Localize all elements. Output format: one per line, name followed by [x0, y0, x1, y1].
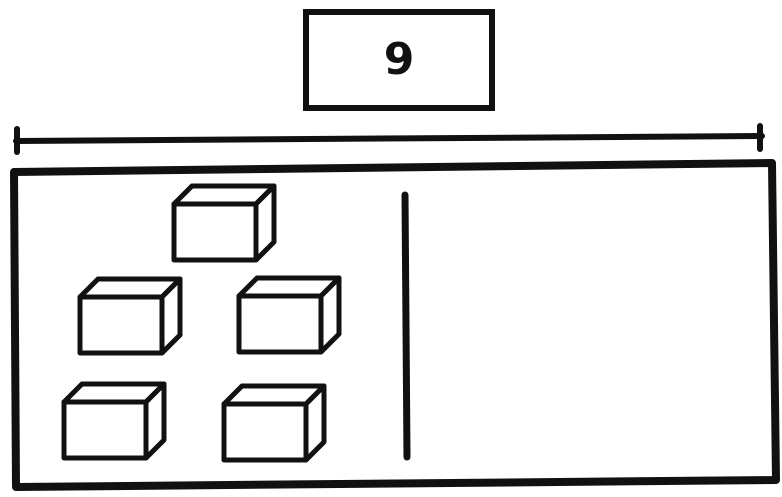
unit-cube: [236, 275, 342, 355]
unit-cube: [61, 381, 167, 461]
unit-cube: [171, 183, 277, 263]
left-part: [61, 183, 342, 463]
part-mat-frame: [10, 159, 780, 491]
whole-total-value: 9: [383, 34, 415, 85]
whole-total-box: 9: [303, 9, 495, 111]
bracket-bar: [13, 133, 765, 144]
whole-bracket: [13, 123, 765, 155]
unit-cube: [221, 383, 327, 463]
part-divider: [401, 191, 411, 461]
unit-cube: [77, 276, 183, 356]
